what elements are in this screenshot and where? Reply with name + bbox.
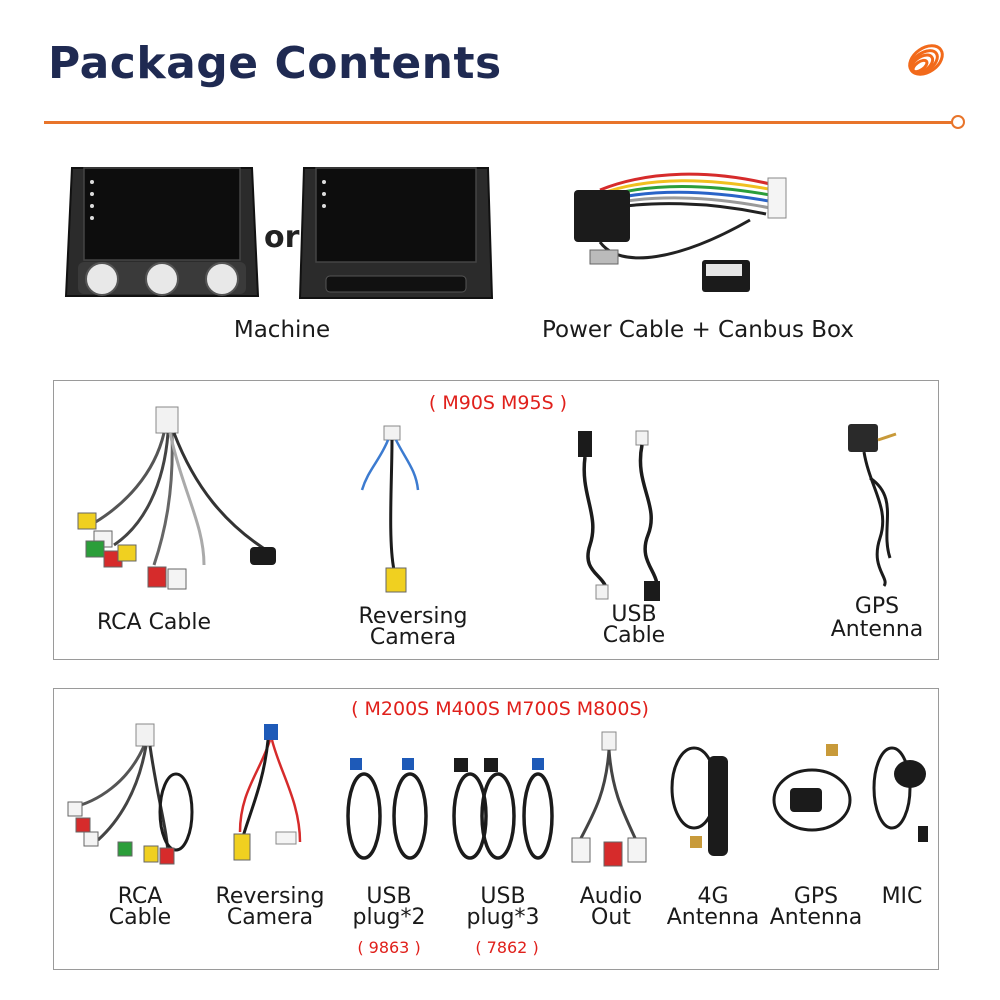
section1-gps-line2: Antenna [830, 617, 924, 642]
section-m200s-m800s [53, 688, 939, 970]
header-divider [44, 121, 952, 124]
header-divider-end [951, 115, 965, 129]
section2-reversing-line1: Reversing [215, 884, 325, 909]
power-cable-canbus-image [574, 172, 787, 292]
section2-gps-line2: Antenna [769, 905, 863, 930]
section1-gps-line1: GPS [854, 594, 900, 619]
section2-usb3-line2: plug*3 [466, 905, 540, 930]
brand-logo-icon [908, 44, 944, 76]
section1-rca-label: RCA Cable [96, 610, 212, 635]
section1-usb-line2: Cable [602, 623, 666, 648]
usb-cable-icon [578, 430, 660, 601]
section2-audio-line1: Audio [579, 884, 643, 909]
section2-usb2-line1: USB [366, 884, 412, 909]
machine-button-version-image [298, 167, 494, 299]
section-m90s-m95s [53, 380, 939, 660]
section2-rca-line1: RCA [117, 884, 163, 909]
reversing-camera-cable-icon [360, 425, 420, 593]
section2-usb2-line2: plug*2 [352, 905, 426, 930]
gps-antenna-icon [848, 424, 897, 587]
rca-cable-icon [77, 406, 276, 590]
section2-mic-label: MIC [881, 884, 923, 909]
section1-usb-line1: USB [611, 602, 657, 627]
machine-knob-version-image [64, 167, 260, 297]
power-cable-label: Power Cable + Canbus Box [542, 317, 854, 343]
or-text: or [264, 220, 300, 255]
section1-reversing-line1: Reversing [358, 604, 468, 629]
section2-rca-line2: Cable [108, 905, 172, 930]
section2-usb2-note: ( 9863 ) [357, 938, 421, 957]
usb-plug-icon [452, 758, 554, 860]
machine-label: Machine [233, 317, 331, 343]
rca-cable-icon [67, 723, 194, 865]
gps-antenna-icon [772, 744, 852, 832]
section2-usb3-note: ( 7862 ) [475, 938, 539, 957]
section1-models: ( M90S M95S ) [428, 392, 568, 414]
section1-reversing-line2: Camera [369, 625, 457, 650]
page-title: Package Contents [48, 38, 502, 89]
section2-models: ( M200S M400S M700S M800S) [351, 698, 649, 720]
mic-icon [872, 746, 928, 842]
section2-usb3-line1: USB [480, 884, 526, 909]
audio-out-cable-icon [571, 731, 647, 867]
section2-4g-line2: Antenna [666, 905, 760, 930]
section2-audio-line2: Out [591, 905, 631, 930]
section2-4g-line1: 4G [697, 884, 729, 909]
section2-reversing-line2: Camera [226, 905, 314, 930]
section2-gps-line1: GPS [793, 884, 839, 909]
usb-plug-icon [346, 758, 428, 860]
reversing-camera-cable-icon [233, 724, 302, 861]
4g-antenna-icon [670, 746, 728, 856]
